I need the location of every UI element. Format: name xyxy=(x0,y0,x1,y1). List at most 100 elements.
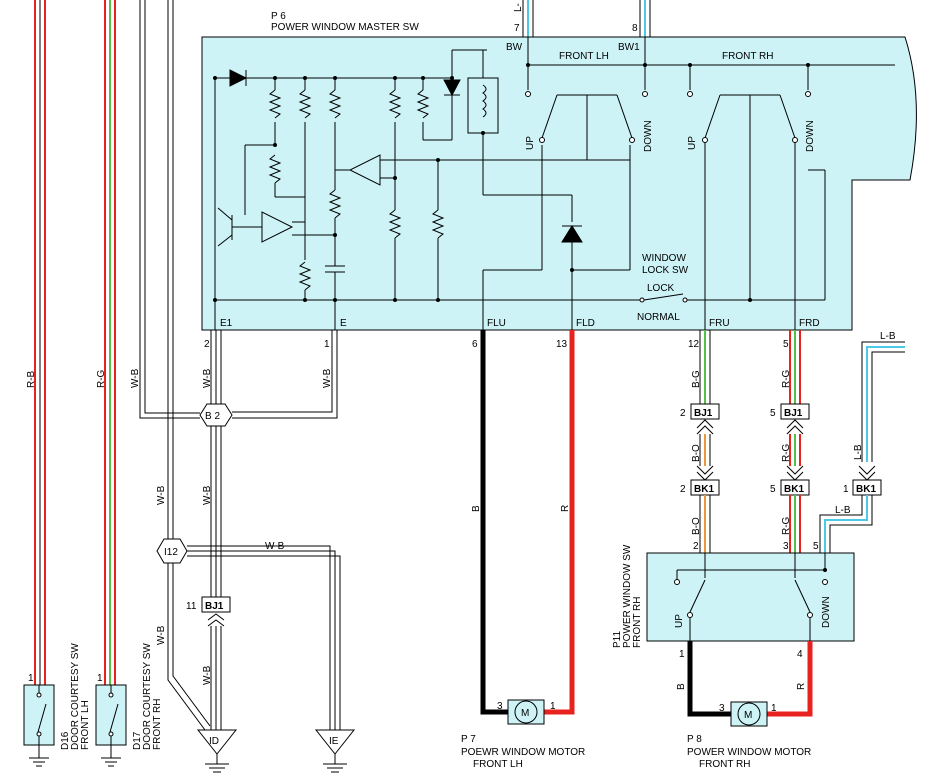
motor-rh: M 3 1 xyxy=(719,701,777,727)
wire-label-l-b-p11: L-B xyxy=(835,505,851,516)
rh-switch-ref: P11 xyxy=(612,631,623,648)
connector-bk1-a: BK1 2 xyxy=(680,479,720,496)
connector-bj1-left-pin: 11 xyxy=(186,601,197,612)
front-rh-label: FRONT RH xyxy=(722,51,773,62)
wire-b-rh xyxy=(687,641,733,717)
pin-frd-num: 5 xyxy=(783,339,789,350)
wire-label-b-g: B-G xyxy=(691,370,702,388)
connector-bk1-c-label: BK1 xyxy=(856,484,876,495)
wire-label-l-b-top: L-B xyxy=(880,331,896,342)
wire-label-b-o-1: B-O xyxy=(691,444,702,462)
wire-label-w-b-d: W-B xyxy=(156,625,167,645)
motor-lh-name-1: POEWR WINDOW MOTOR xyxy=(461,747,585,758)
wire-b-lh xyxy=(480,330,510,715)
d16-name-1: DOOR COURTESY SW xyxy=(70,643,81,750)
wire-bj1-to-id xyxy=(207,613,225,730)
connector-b2: B 2 xyxy=(199,403,233,427)
front-lh-label: FRONT LH xyxy=(559,51,609,62)
wire-r-g-d17 xyxy=(104,0,116,685)
connector-bk1-b-pin: 5 xyxy=(770,484,776,495)
wire-r-g-link xyxy=(786,419,804,481)
rh-switch-up: UP xyxy=(674,614,685,628)
motor-lh-ref: P 7 xyxy=(461,734,476,745)
connector-b2-label: B 2 xyxy=(205,411,220,422)
d16-ref: D16 xyxy=(60,731,71,750)
pin-bw-label: BW xyxy=(506,42,523,53)
wire-b-g-rh xyxy=(699,330,711,404)
pin-bw-num: 7 xyxy=(514,23,520,34)
pin-e1-num: 2 xyxy=(204,339,210,350)
wire-label-w-b-c: W-B xyxy=(156,485,167,505)
lh-down-label: DOWN xyxy=(643,120,654,152)
rh-switch-down: DOWN xyxy=(821,596,832,628)
ground-id: ID xyxy=(196,729,238,773)
rh-down-label: DOWN xyxy=(805,120,816,152)
wire-l-b-top xyxy=(858,341,905,481)
wire-label-b-lh: B xyxy=(471,505,482,512)
d16-pin: 1 xyxy=(28,673,34,684)
master-switch-ref: P 6 xyxy=(271,11,286,22)
connector-i12: I12 xyxy=(156,538,188,564)
connector-bk1-a-pin: 2 xyxy=(680,484,686,495)
wire-label-b-rh: B xyxy=(676,683,687,690)
wire-label-w-b-e2: W-B xyxy=(202,665,213,685)
motor-rh-name-1: POWER WINDOW MOTOR xyxy=(687,747,811,758)
wire-r-g-to-p11 xyxy=(789,495,801,553)
rh-switch-pin-4: 4 xyxy=(797,649,803,660)
d17-name-2: FRONT RH xyxy=(152,699,163,750)
wire-b-o-link xyxy=(696,419,714,481)
ground-ie-label: IE xyxy=(329,736,339,747)
motor-rh-pin-a: 3 xyxy=(719,703,725,714)
wire-l-b-to-p11 xyxy=(819,495,873,553)
terminal-fru: FRU xyxy=(709,318,730,329)
rh-window-switch: UP DOWN 2 3 5 1 4 xyxy=(646,541,855,660)
terminal-fld: FLD xyxy=(576,318,595,329)
wire-r-rh xyxy=(765,641,813,717)
wire-r-b-d16 xyxy=(34,0,46,685)
motor-lh-pin-a: 3 xyxy=(497,701,503,712)
wire-i12-to-ie xyxy=(187,545,341,730)
pin-e-num: 1 xyxy=(324,339,330,350)
connector-bj1-left-label: BJ1 xyxy=(205,601,224,612)
rh-switch-name-1: POWER WINDOW SW xyxy=(622,544,633,648)
motor-rh-symbol: M xyxy=(744,710,752,721)
motor-lh: M 3 1 xyxy=(497,699,556,725)
wire-label-r-g-link: R-G xyxy=(781,443,792,462)
lh-up-label: UP xyxy=(525,136,536,150)
pin-flu-num: 6 xyxy=(472,339,478,350)
d16-name-2: FRONT LH xyxy=(80,700,91,750)
d17-name-1: DOOR COURTESY SW xyxy=(142,643,153,750)
connector-bj1-a-label: BJ1 xyxy=(694,408,713,419)
window-lock-sw-line2: LOCK SW xyxy=(642,265,689,276)
pin-fld-num: 13 xyxy=(556,339,568,350)
motor-lh-symbol: M xyxy=(521,708,529,719)
connector-bj1-left: BJ1 11 xyxy=(186,596,231,613)
motor-lh-name-2: FRONT LH xyxy=(473,759,523,770)
master-switch-name: POWER WINDOW MASTER SW xyxy=(271,22,419,33)
wire-label-r-g-rh: R-G xyxy=(781,369,792,388)
rh-switch-name-2: FRONT RH xyxy=(632,597,643,648)
wire-e1-to-b2 xyxy=(210,330,222,404)
wire-b2-down xyxy=(210,426,222,597)
terminal-flu: FLU xyxy=(487,318,506,329)
connector-bj1-b: BJ1 5 xyxy=(770,403,810,420)
terminal-frd: FRD xyxy=(799,318,820,329)
ground-ie: IE xyxy=(314,729,356,773)
master-switch-panel xyxy=(201,36,917,331)
pin-bw1-label: BW1 xyxy=(618,42,640,53)
wire-b-o-rh xyxy=(699,495,711,553)
d17-pin: 1 xyxy=(97,673,103,684)
motor-rh-ref: P 8 xyxy=(687,734,702,745)
wire-w-b-left-trunk xyxy=(139,0,211,731)
wire-r-lh xyxy=(540,330,575,715)
wire-label-w-b-b2: W-B xyxy=(202,485,213,505)
rh-switch-pin-1: 1 xyxy=(679,649,685,660)
courtesy-switch-d16: 1 D16 DOOR COURTESY SW FRONT LH xyxy=(23,643,91,767)
wire-label-l-partial: L- xyxy=(513,3,524,12)
terminal-e1: E1 xyxy=(220,318,233,329)
connector-bj1-a-pin: 2 xyxy=(680,408,686,419)
rh-switch-pin-3: 3 xyxy=(783,541,789,552)
window-lock-sw-line1: WINDOW xyxy=(642,253,686,264)
terminal-e: E xyxy=(340,318,347,329)
